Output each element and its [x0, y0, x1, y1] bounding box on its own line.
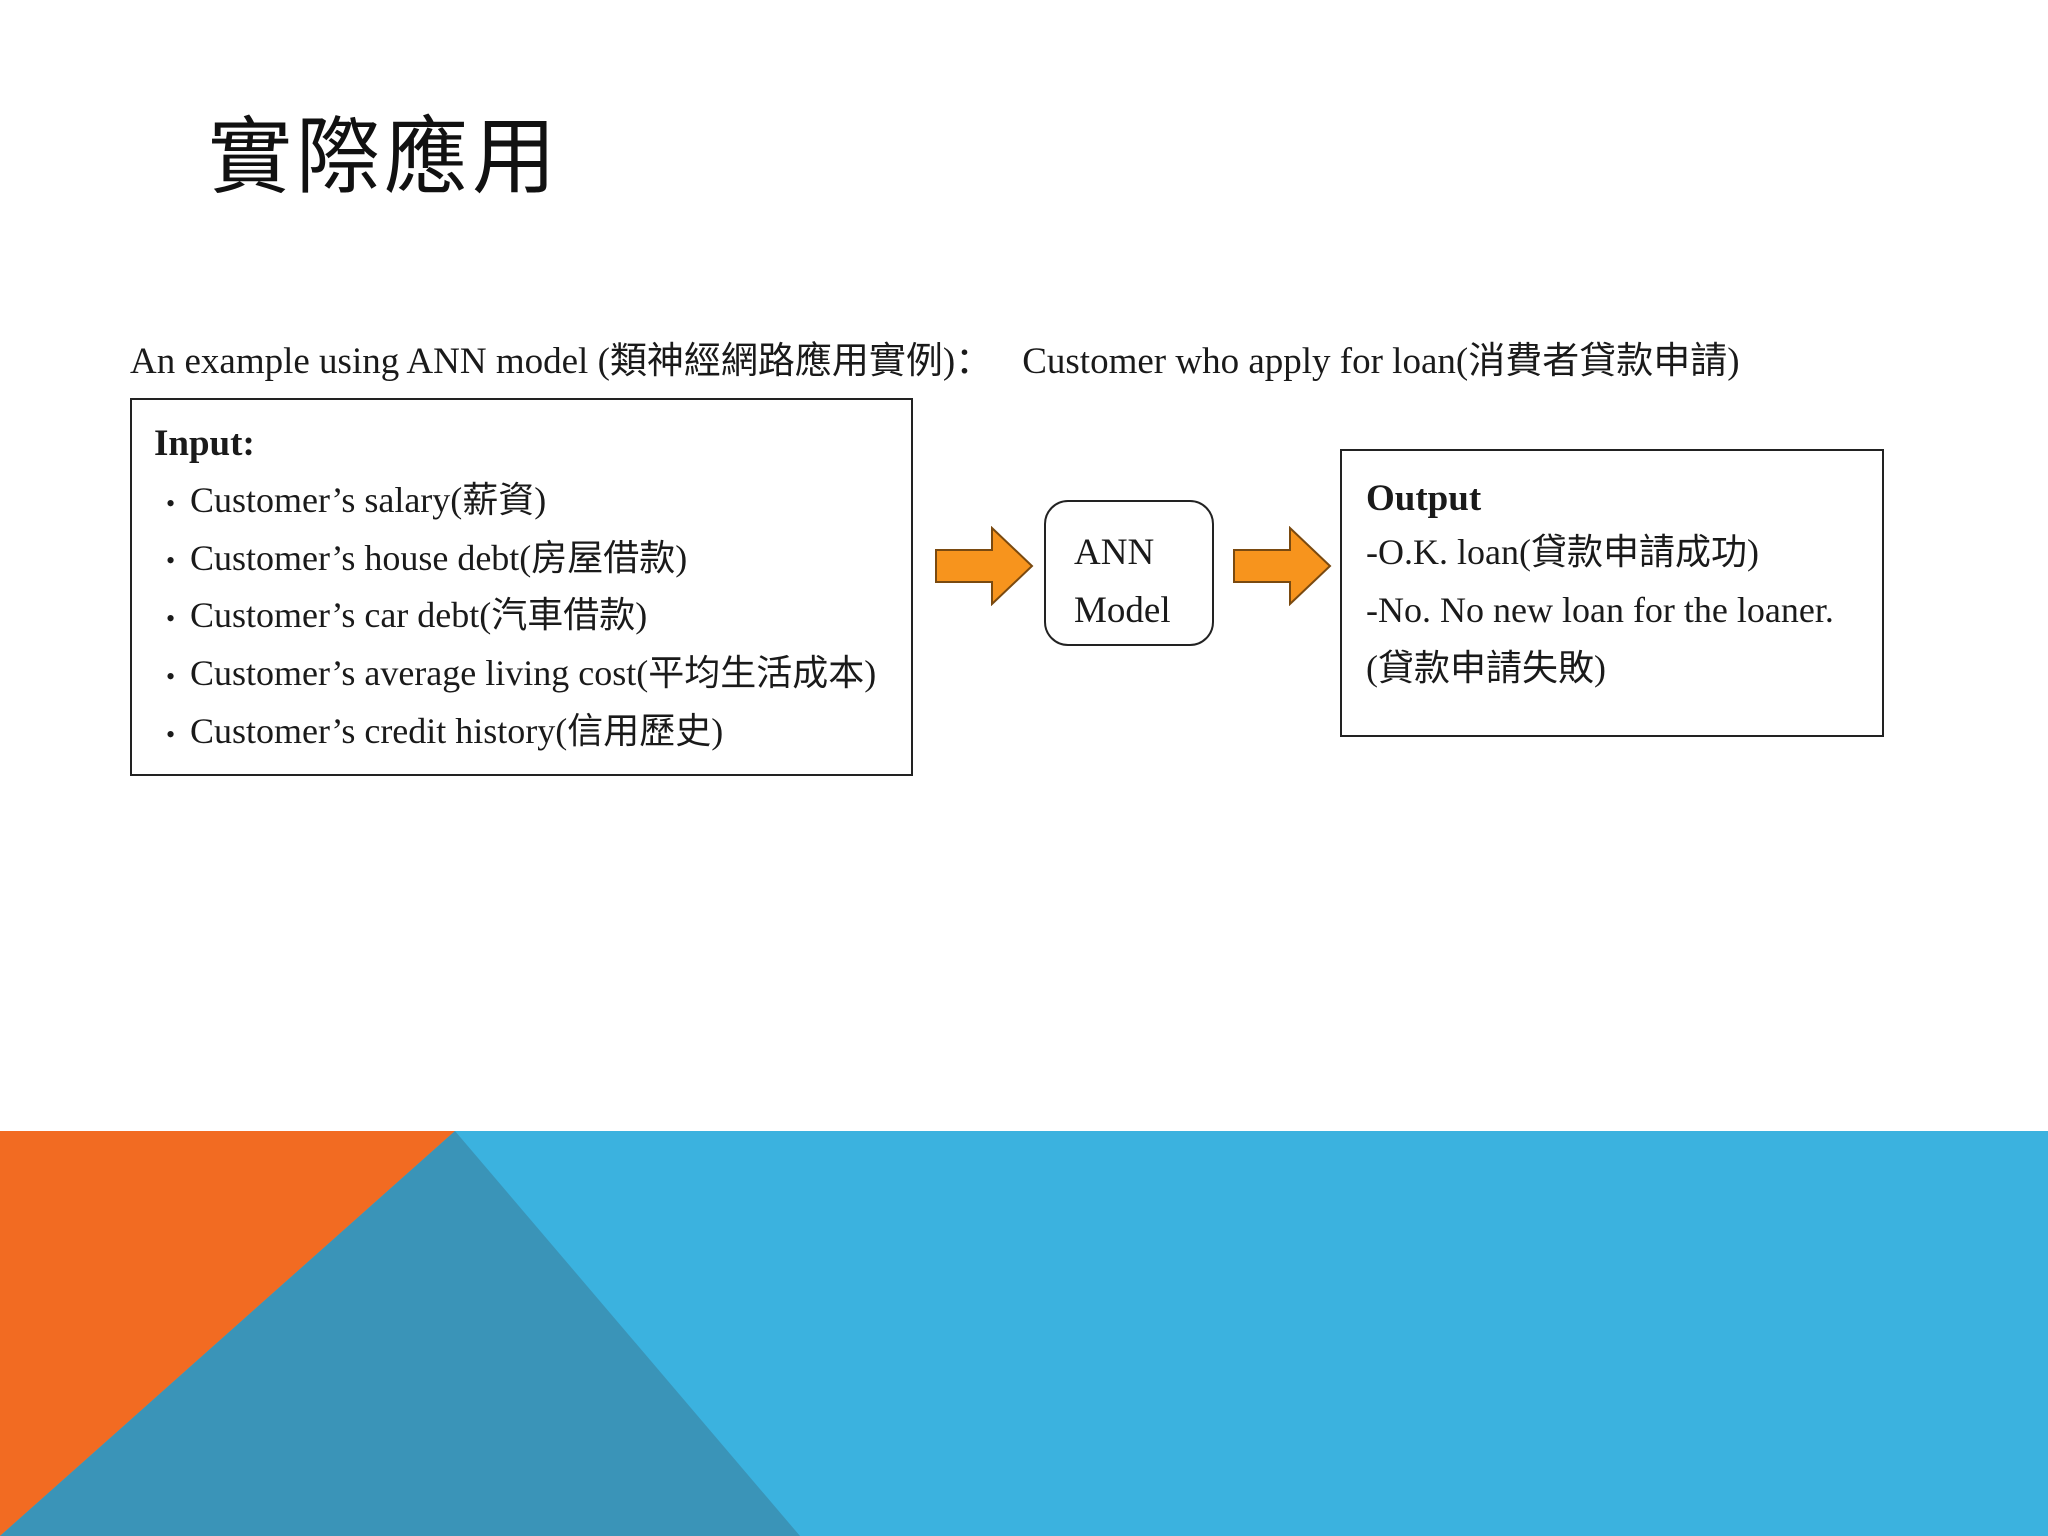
bullet-icon: •	[166, 546, 176, 576]
input-item-credit-history: Customer’s credit history(信用歷史)	[190, 710, 724, 751]
caption-customer: Customer who apply for loan(消費者貸款申請)	[1022, 341, 1740, 382]
arrow-shape	[1233, 526, 1332, 606]
band-dark-blue	[0, 1131, 800, 1536]
list-item: • Customer’s credit history(信用歷史)	[166, 704, 911, 762]
bullet-icon: •	[166, 604, 176, 634]
list-item: • Customer’s average living cost(平均生活成本)	[166, 646, 911, 704]
arrow-right-icon	[935, 526, 1034, 606]
list-item: • Customer’s salary(薪資)	[166, 473, 911, 531]
list-item: • Customer’s car debt(汽車借款)	[166, 588, 911, 646]
model-label-model: Model	[1074, 590, 1171, 631]
input-list: • Customer’s salary(薪資) • Customer’s house…	[154, 473, 911, 762]
model-label-ann: ANN	[1074, 532, 1155, 573]
input-item-salary: Customer’s salary(薪資)	[190, 480, 547, 520]
input-box: Input: • Customer’s salary(薪資) • Customer’…	[130, 398, 913, 776]
output-no-loan: -No. No new loan for the loaner.	[1366, 590, 1834, 630]
list-item: • Customer’s house debt(房屋借款)	[166, 531, 911, 589]
ann-model-box: ANN Model	[1044, 500, 1214, 646]
bullet-icon: •	[166, 719, 176, 749]
input-item-car-debt: Customer’s car debt(汽車借款)	[190, 595, 648, 636]
output-heading: Output	[1366, 478, 1482, 519]
arrow-shape	[935, 526, 1034, 606]
input-item-house-debt: Customer’s house debt(房屋借款)	[190, 537, 688, 578]
input-heading: Input:	[154, 423, 255, 464]
arrow-right-icon	[1233, 526, 1332, 606]
output-box: Output -O.K. loan(貸款申請成功) -No. No new lo…	[1340, 449, 1884, 737]
bullet-icon: •	[166, 661, 176, 691]
decorative-footer-band	[0, 1131, 2048, 1536]
caption-example: An example using ANN model (類神經網路應用實例)：	[130, 341, 993, 382]
slide-title: 實際應用	[208, 108, 561, 206]
output-no-loan-zh: (貸款申請失敗)	[1366, 648, 1606, 688]
output-ok-loan: -O.K. loan(貸款申請成功)	[1366, 532, 1759, 572]
bullet-icon: •	[166, 488, 176, 518]
diagram-caption: An example using ANN model (類神經網路應用實例)： C…	[130, 330, 1740, 384]
input-item-living-cost: Customer’s average living cost(平均生活成本)	[190, 653, 877, 694]
